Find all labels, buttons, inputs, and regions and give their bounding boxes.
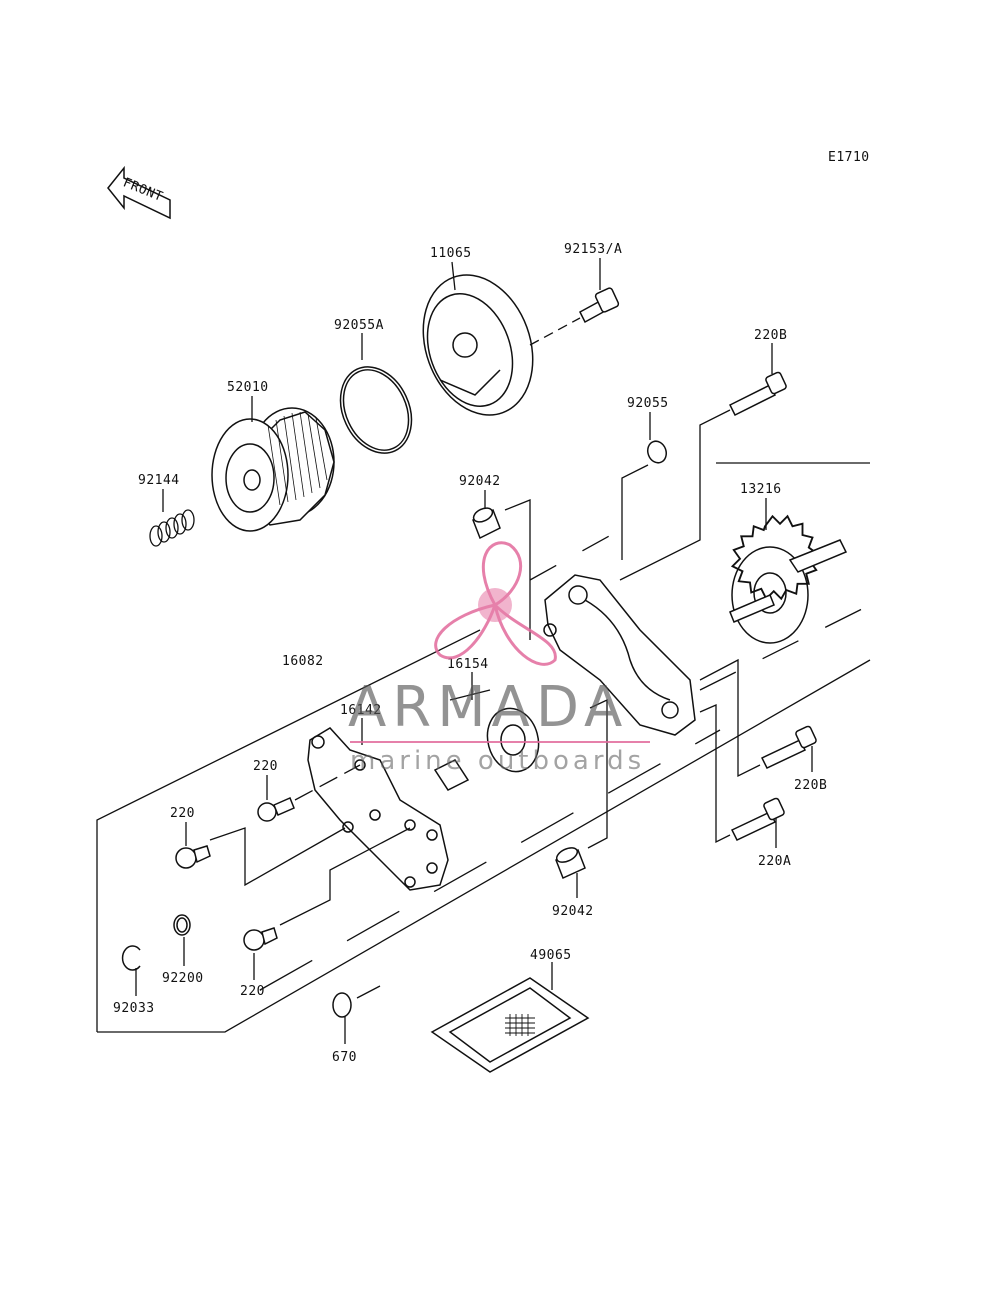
bolt-220a-right [699,704,785,848]
oil-filter-52010 [211,396,335,532]
dowel-pin-92042-bottom [555,698,608,898]
label-16082: 16082 [282,654,324,669]
label-220b-right: 220B [794,778,827,793]
label-16142: 16142 [340,703,382,718]
bolt-220b-top [619,343,787,581]
label-92144: 92144 [138,473,180,488]
screw-220-b [175,822,346,887]
label-92153a: 92153/A [564,242,622,257]
oil-screen-49065 [430,962,590,1073]
watermark-brand: ARMADA [348,675,628,740]
screw-220-c [243,827,411,980]
label-49065: 49065 [530,948,572,963]
bolt-220b-right [699,658,817,778]
washer-92200 [173,914,191,966]
rotor-16154 [433,672,540,791]
label-220-a: 220 [253,759,278,774]
pump-body [543,574,696,736]
label-92042-bottom: 92042 [552,904,594,919]
label-220a-right: 220A [758,854,791,869]
front-arrow-icon: FRONT [107,165,171,220]
bolt-92153a [579,258,620,324]
label-220-b: 220 [170,806,195,821]
pump-cover-11065 [422,261,581,416]
gear-13216 [729,498,848,644]
label-16154: 16154 [447,657,489,672]
label-220b-top: 220B [754,328,787,343]
circlip-92033 [121,945,141,996]
frame-lines [96,462,871,1033]
label-92033: 92033 [113,1001,155,1016]
o-ring-670 [332,985,381,1044]
label-92200: 92200 [162,971,204,986]
label-220-c: 220 [240,984,265,999]
dowel-pin-92042-top [472,490,531,640]
o-ring-92055a [339,333,413,454]
label-92055a: 92055A [334,318,384,333]
plate-16142 [307,718,449,891]
label-92055: 92055 [627,396,669,411]
spring-92144 [149,489,195,547]
label-11065: 11065 [430,246,472,261]
diagram-code: E1710 [828,150,870,165]
label-92042-top: 92042 [459,474,501,489]
label-670: 670 [332,1050,357,1065]
label-52010: 52010 [227,380,269,395]
screw-220-a [257,764,361,822]
label-13216: 13216 [740,482,782,497]
armada-watermark-logo: ARMADA marine outboards [348,541,650,776]
o-ring-92055 [621,412,668,560]
watermark-tagline: marine outboards [350,746,645,776]
